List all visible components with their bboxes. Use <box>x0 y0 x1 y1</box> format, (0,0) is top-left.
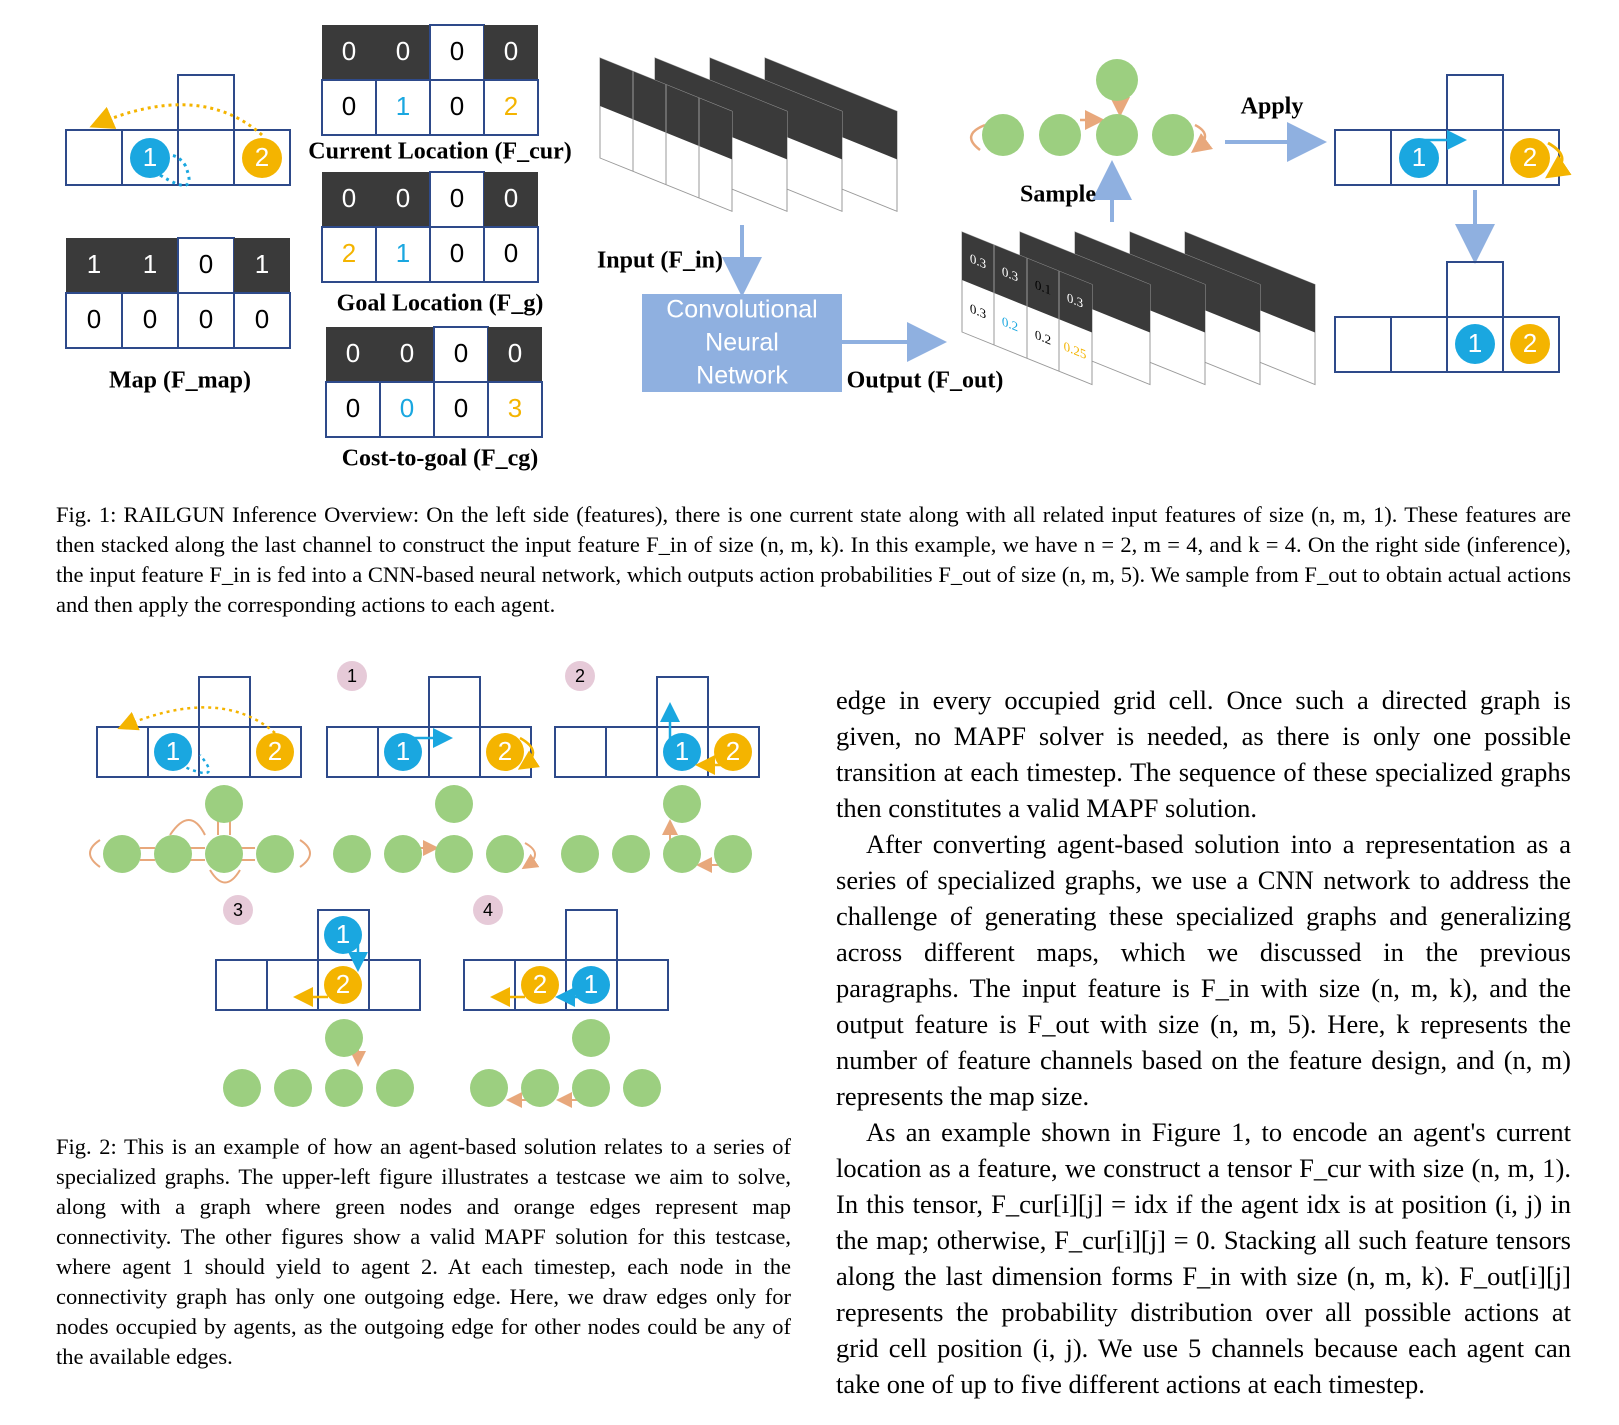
svg-text:Convolutional: Convolutional <box>666 296 818 324</box>
paragraph-1: edge in every occupied grid cell. Once s… <box>836 685 1571 823</box>
agent-1-token <box>130 138 170 178</box>
cost-to-goal-label: Cost-to-goal (F_cg) <box>342 446 539 472</box>
svg-text:1: 1 <box>675 736 689 766</box>
svg-text:0: 0 <box>450 238 464 268</box>
figure-2-caption: Fig. 2: This is an example of how an age… <box>56 1134 791 1369</box>
svg-text:2: 2 <box>255 142 269 172</box>
svg-text:0: 0 <box>450 36 464 66</box>
svg-text:0: 0 <box>199 249 213 279</box>
svg-text:0: 0 <box>396 183 410 213</box>
svg-text:2: 2 <box>268 736 282 766</box>
svg-text:0: 0 <box>450 183 464 213</box>
apply-label: Apply <box>1241 94 1304 120</box>
svg-text:2: 2 <box>504 91 518 121</box>
svg-text:0: 0 <box>508 338 522 368</box>
svg-text:2: 2 <box>1523 328 1537 358</box>
panel-step-1: 1 1 2 <box>326 661 541 873</box>
svg-text:3: 3 <box>233 900 243 920</box>
svg-text:0.1: 0.1 <box>1035 277 1051 298</box>
current-location-label: Current Location (F_cur) <box>308 139 572 165</box>
map-illustration <box>65 74 291 186</box>
svg-text:2: 2 <box>336 969 350 999</box>
result-map-after <box>1334 261 1560 373</box>
svg-text:1: 1 <box>1412 142 1426 172</box>
svg-text:2: 2 <box>533 969 547 999</box>
panel-step-2: 2 1 2 <box>554 661 760 873</box>
svg-text:1: 1 <box>166 736 180 766</box>
svg-text:0: 0 <box>504 238 518 268</box>
svg-text:1: 1 <box>1468 328 1482 358</box>
map-label: Map (F_map) <box>109 368 251 394</box>
svg-text:1: 1 <box>143 142 157 172</box>
svg-text:0: 0 <box>143 304 157 334</box>
svg-text:1: 1 <box>584 969 598 999</box>
cost-to-goal-grid: 0 0 0 0 0 0 0 3 <box>325 326 543 438</box>
output-label: Output (F_out) <box>847 368 1004 394</box>
svg-text:2: 2 <box>726 736 740 766</box>
svg-text:0: 0 <box>454 338 468 368</box>
paragraph-3: As an example shown in Figure 1, to enco… <box>836 1117 1571 1399</box>
svg-text:2: 2 <box>342 238 356 268</box>
svg-text:0: 0 <box>255 304 269 334</box>
goal-location-label: Goal Location (F_g) <box>337 291 544 317</box>
svg-text:0: 0 <box>346 338 360 368</box>
goal-location-grid: 0 0 0 0 2 1 0 0 <box>321 171 539 283</box>
paragraph-2: After converting agent-based solution in… <box>836 829 1571 1111</box>
svg-text:4: 4 <box>483 900 493 920</box>
svg-text:0: 0 <box>454 393 468 423</box>
figure-2: 1 2 1 1 2 2 <box>89 661 760 1108</box>
svg-text:0: 0 <box>400 338 414 368</box>
svg-text:2: 2 <box>1523 142 1537 172</box>
panel-initial: 1 2 <box>89 676 311 884</box>
svg-text:0: 0 <box>504 36 518 66</box>
svg-text:1: 1 <box>255 249 269 279</box>
figure-1: 1 2 1 1 0 1 0 0 0 0 Map (F_map) 0 0 0 0 … <box>65 24 1572 472</box>
svg-text:0: 0 <box>504 183 518 213</box>
svg-text:1: 1 <box>396 238 410 268</box>
svg-text:0: 0 <box>199 304 213 334</box>
svg-text:1: 1 <box>396 736 410 766</box>
output-feature-stack: 0.3 0.3 0.1 0.3 0.3 0.2 0.2 0.25 <box>961 231 1316 386</box>
svg-text:0.3: 0.3 <box>970 301 986 322</box>
input-feature-stack <box>599 57 898 213</box>
svg-text:1: 1 <box>396 91 410 121</box>
svg-text:2: 2 <box>498 736 512 766</box>
panel-step-3: 3 1 2 <box>215 895 421 1107</box>
svg-text:0.2: 0.2 <box>1002 314 1018 335</box>
figure-1-caption: Fig. 1: RAILGUN Inference Overview: On t… <box>56 502 1571 617</box>
svg-text:0: 0 <box>342 36 356 66</box>
svg-text:1: 1 <box>347 666 357 686</box>
svg-text:1: 1 <box>143 249 157 279</box>
svg-text:0.3: 0.3 <box>970 251 986 272</box>
svg-text:0: 0 <box>450 91 464 121</box>
sample-label: Sample <box>1020 182 1096 208</box>
sampled-graph <box>970 59 1213 156</box>
agent-2-token <box>242 138 282 178</box>
svg-text:0: 0 <box>396 36 410 66</box>
svg-text:0: 0 <box>87 304 101 334</box>
cnn-box <box>642 294 842 392</box>
svg-text:0.3: 0.3 <box>1002 264 1018 285</box>
svg-text:0.3: 0.3 <box>1067 290 1083 311</box>
input-label: Input (F_in) <box>597 248 723 274</box>
svg-text:1: 1 <box>87 249 101 279</box>
svg-text:0: 0 <box>346 393 360 423</box>
svg-text:0: 0 <box>400 393 414 423</box>
svg-text:3: 3 <box>508 393 522 423</box>
svg-text:1: 1 <box>336 919 350 949</box>
current-location-grid: 0 0 0 0 0 1 0 2 <box>321 24 539 136</box>
svg-text:2: 2 <box>575 666 585 686</box>
svg-text:0: 0 <box>342 91 356 121</box>
result-map-before <box>1334 74 1560 186</box>
map-feature-grid: 1 1 0 1 0 0 0 0 <box>65 237 291 349</box>
svg-text:Network: Network <box>696 362 788 390</box>
panel-step-4: 4 2 1 <box>463 895 669 1108</box>
body-text: edge in every occupied grid cell. Once s… <box>836 682 1571 1402</box>
svg-text:Neural: Neural <box>705 329 779 357</box>
svg-text:0.2: 0.2 <box>1035 327 1051 348</box>
svg-text:0: 0 <box>342 183 356 213</box>
